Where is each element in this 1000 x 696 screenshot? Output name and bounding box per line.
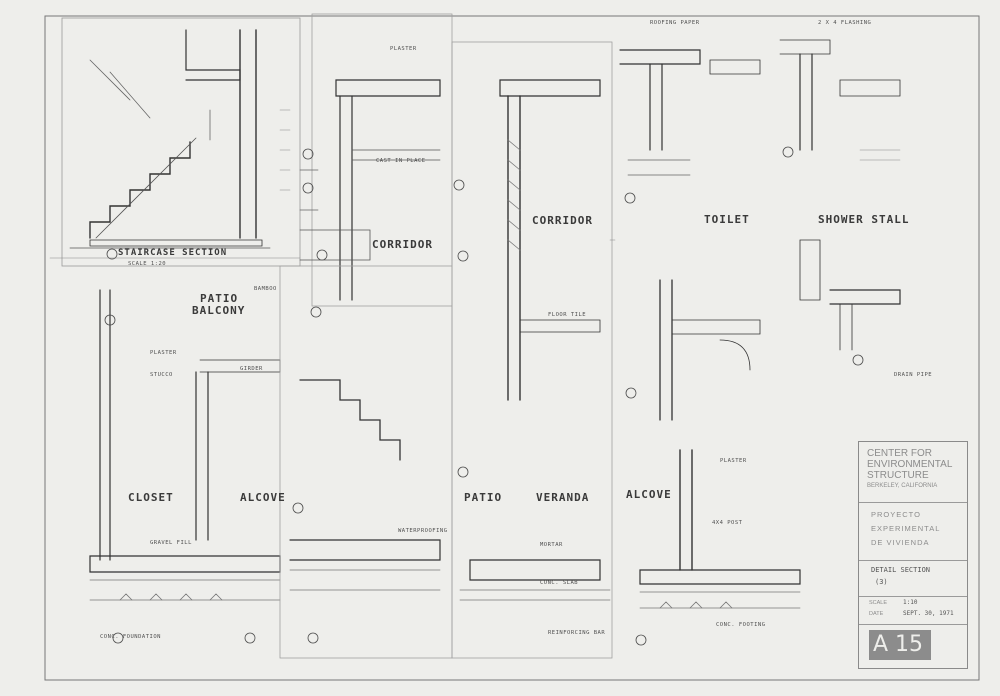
date-label: DATE [869, 611, 884, 617]
org-location: BERKELEY, CALIFORNIA [867, 483, 938, 489]
sheet-title-section: DETAIL SECTION (3) [859, 560, 967, 597]
note: WATERPROOFING [398, 528, 448, 534]
note: CONC. FOOTING [716, 622, 766, 628]
date-value: SEPT. 30, 1971 [903, 610, 954, 617]
alcove-title-2: ALCOVE [626, 488, 672, 501]
shower-stall-title: SHOWER STALL [818, 213, 910, 226]
stair-section-title: STAIRCASE SECTION [118, 248, 228, 258]
toilet-shower-section [625, 239, 901, 421]
patio-balcony-title-2: BALCONY [192, 304, 246, 317]
alcove-section-right [635, 449, 801, 646]
project-line1: PROYECTO [871, 510, 921, 519]
note: FLOOR TILE [548, 312, 587, 318]
stair-section-scale: SCALE 1:20 [128, 261, 167, 267]
stair-section-drawing [61, 17, 328, 267]
note: BAMBOO [254, 286, 277, 292]
note: PLASTER [150, 350, 177, 356]
note: DRAIN PIPE [894, 372, 933, 378]
note: PLASTER [720, 458, 747, 464]
scale-value: 1:10 [903, 599, 918, 606]
note: STUCCO [150, 372, 173, 378]
sheet-number: A 15 [873, 632, 924, 657]
note: 2 X 4 FLASHING [818, 20, 872, 26]
note: CONC. FOUNDATION [100, 634, 161, 640]
patio-title: PATIO [464, 491, 503, 504]
note: ROOFING PAPER [650, 20, 700, 26]
project-line3: DE VIVIENDA [871, 538, 930, 547]
note: 4X4 POST [712, 520, 743, 526]
veranda-title: VERANDA [536, 491, 590, 504]
project-line2: EXPERIMENTAL [871, 524, 941, 533]
scale-label: SCALE [869, 600, 888, 606]
closet-title: CLOSET [128, 491, 174, 504]
sheet-number-box: A 15 [869, 630, 931, 660]
note: REINFORCING BAR [548, 630, 606, 636]
corridor-title-1: CORRIDOR [372, 238, 433, 251]
roof-details-right [619, 39, 901, 204]
org-name-line2: ENVIRONMENTAL [867, 459, 953, 470]
corridor-section-center [451, 41, 613, 659]
patio-balcony-title-1: PATIO [200, 292, 239, 305]
patio-balcony-section [89, 289, 322, 644]
sheet-subtitle: (3) [875, 578, 888, 586]
note: CAST IN PLACE [376, 158, 426, 164]
note: PLASTER [390, 46, 417, 52]
note: GRAVEL FILL [150, 540, 192, 546]
org-name-line3: STRUCTURE [867, 470, 929, 481]
note: CONC. SLAB [540, 580, 579, 586]
scale-date-section: SCALE 1:10 DATE SEPT. 30, 1971 [859, 596, 967, 625]
org-name-line1: CENTER FOR [867, 448, 932, 459]
note: MORTAR [540, 542, 563, 548]
project-section: PROYECTO EXPERIMENTAL DE VIVIENDA [859, 502, 967, 561]
toilet-title: TOILET [704, 213, 750, 226]
alcove-title-1: ALCOVE [240, 491, 286, 504]
corridor-title-2: CORRIDOR [532, 214, 593, 227]
sheet-title: DETAIL SECTION [871, 566, 931, 574]
stair-detail-center [279, 265, 453, 659]
org-section: CENTER FOR ENVIRONMENTAL STRUCTURE BERKE… [859, 442, 967, 503]
note: GIRDER [240, 366, 263, 372]
title-block: CENTER FOR ENVIRONMENTAL STRUCTURE BERKE… [858, 441, 968, 669]
